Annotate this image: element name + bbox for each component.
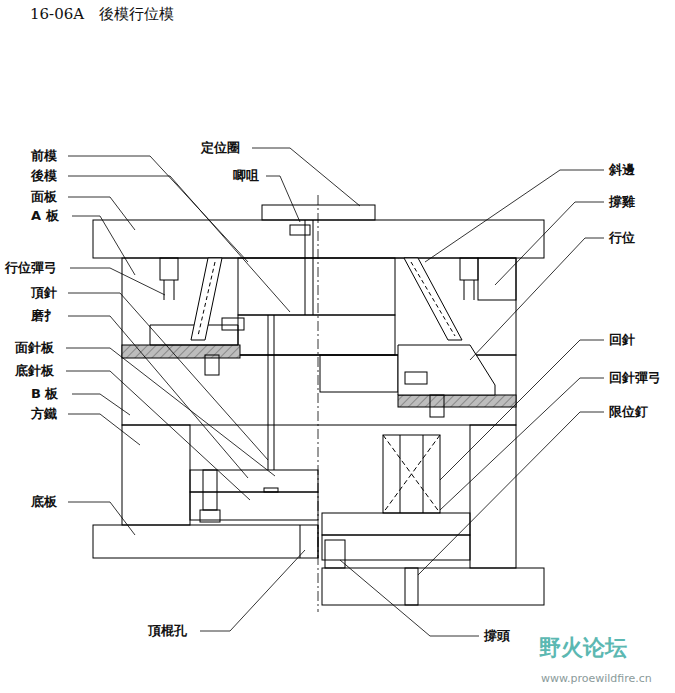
part-label: 撐雞 [608, 193, 636, 211]
part-label: A 板 [30, 207, 60, 225]
part-label: 頂棍孔 [147, 622, 188, 640]
part-label: 撐頭 [483, 627, 511, 645]
watermark: 野火论坛 [538, 634, 628, 662]
part-label: 斜邊 [608, 161, 636, 179]
figure-title: 16-06A 後模行位模 [30, 4, 174, 24]
part-label: 底針板 [14, 362, 55, 380]
part-label: 面板 [30, 188, 58, 206]
part-label: 回針彈弓 [608, 369, 662, 387]
part-label: 唧咀 [232, 167, 260, 185]
part-label: B 板 [30, 385, 59, 403]
part-label: 前模 [30, 147, 58, 165]
part-label: 面針板 [14, 339, 55, 357]
part-label: 行位彈弓 [4, 259, 58, 277]
part-label: 回針 [608, 331, 636, 349]
part-label: 磨扌 [30, 307, 58, 325]
part-label: 底板 [30, 493, 58, 511]
part-label: 後模 [30, 167, 58, 185]
part-label: 方鐵 [30, 405, 58, 423]
part-label: 頂針 [30, 284, 58, 302]
part-label: 定位圈 [200, 139, 241, 157]
part-label: 行位 [608, 229, 636, 247]
part-label: 限位釘 [608, 403, 649, 421]
watermark-url: www.proewildfire.cn [540, 672, 653, 686]
